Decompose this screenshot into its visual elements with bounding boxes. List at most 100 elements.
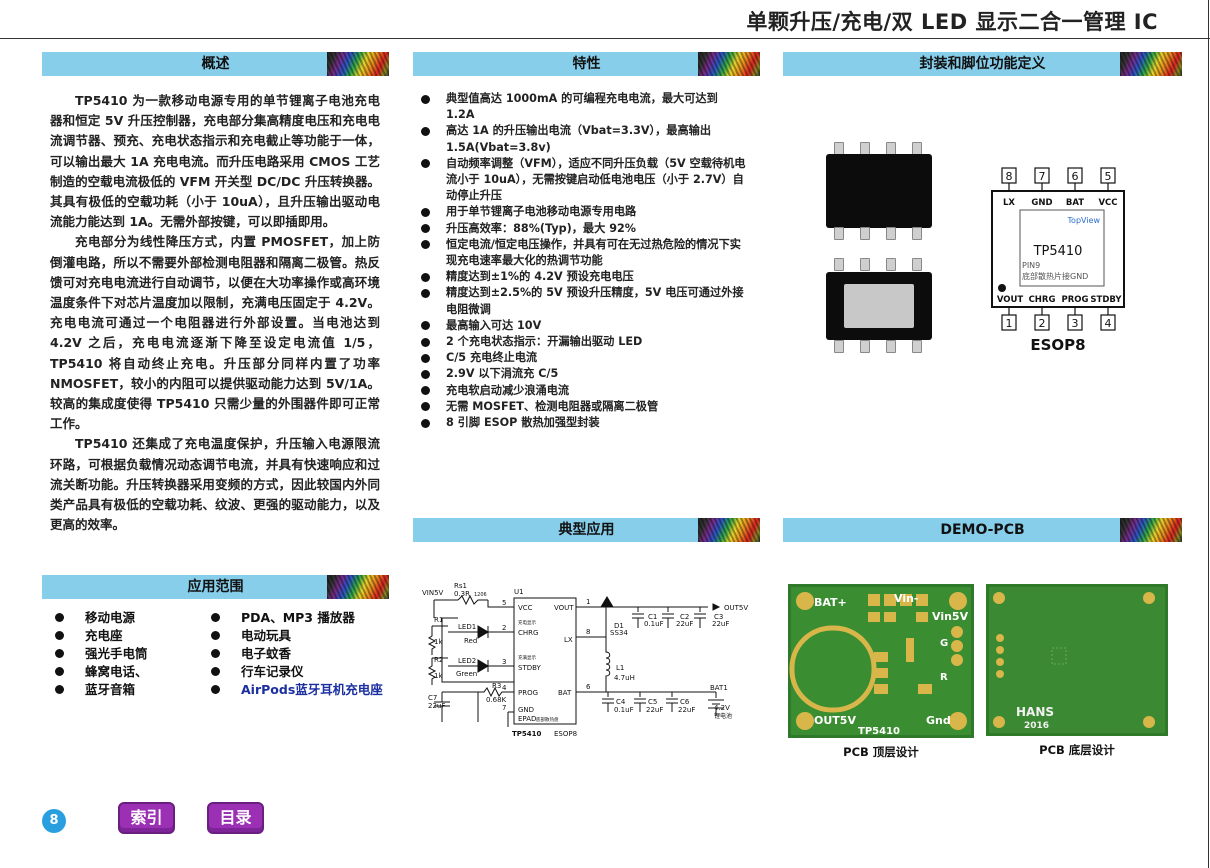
pin-name: LX bbox=[1003, 198, 1015, 208]
schematic-label: 3 bbox=[502, 658, 506, 666]
applications-list-left: 移动电源 充电座 强光手电筒 蜂窝电话、 蓝牙音箱 bbox=[55, 609, 205, 699]
feature-item: 精度达到±1%的 4.2V 预设充电电压 bbox=[413, 269, 750, 285]
rainbow-ornament bbox=[1120, 52, 1182, 76]
pin-name: PROG bbox=[1062, 295, 1089, 305]
features-heading: 特性 bbox=[413, 52, 760, 76]
schematic-label: Rs1 bbox=[454, 582, 467, 590]
feature-item: 精度达到±2.5%的 5V 预设升压精度，5V 电压可通过外接电阻微调 bbox=[413, 285, 750, 317]
overview-text: TP5410 为一款移动电源专用的单节锂离子电池充电器和恒定 5V 升压控制器，… bbox=[50, 91, 380, 535]
feature-item: 最高输入可达 10V bbox=[413, 318, 750, 334]
schematic-label: C6 bbox=[680, 698, 690, 706]
schematic-label: D1 bbox=[614, 622, 624, 630]
pin-number: 3 bbox=[1072, 317, 1079, 330]
rainbow-ornament bbox=[327, 575, 389, 599]
typical-app-heading: 典型应用 bbox=[413, 518, 760, 542]
schematic-label: VIN5V bbox=[422, 589, 444, 597]
page-frame-top bbox=[0, 0, 1210, 40]
list-item: 电动玩具 bbox=[211, 627, 401, 645]
schematic-label: CHRG bbox=[518, 629, 538, 637]
page-number: 8 bbox=[42, 809, 66, 833]
pcb-label: BAT+ bbox=[814, 596, 847, 609]
list-item: 蜂窝电话、 bbox=[55, 663, 205, 681]
pcb-bottom-image: HANS 2016 bbox=[986, 584, 1168, 736]
pcb-label: Gnd bbox=[926, 714, 951, 727]
pin-name: VOUT bbox=[997, 295, 1024, 305]
pin9-label: PIN9 bbox=[1022, 261, 1040, 270]
schematic-label: Green bbox=[456, 670, 477, 678]
contents-button[interactable]: 目录 bbox=[207, 802, 264, 834]
pcb-label: Vin- bbox=[894, 592, 919, 605]
feature-item: 恒定电流/恒定电压操作，并具有可在无过热危险的情况下实现充电速率最大化的热调节功… bbox=[413, 237, 750, 269]
feature-item: 高达 1A 的升压输出电流（Vbat=3.3V），最高输出 1.5A(Vbat=… bbox=[413, 123, 750, 155]
schematic-label: 7 bbox=[502, 704, 506, 712]
schematic-label: R3 bbox=[492, 682, 501, 690]
pin-name: BAT bbox=[1066, 198, 1084, 208]
schematic-label: 充电显示 bbox=[518, 619, 536, 626]
pcb-top-image: BAT+ Vin- Vin5V G R OUT5V TP5410 Gnd bbox=[788, 584, 974, 738]
schematic-label: LX bbox=[564, 636, 573, 644]
schematic-label: C5 bbox=[648, 698, 657, 706]
pin-name: GND bbox=[1031, 198, 1052, 208]
pcb-label: R bbox=[940, 672, 948, 683]
overview-paragraph-2: 充电部分为线性降压方式，内置 PMOSFET，加上防倒灌电路，所以不需要外部检测… bbox=[50, 234, 380, 432]
feature-item: 自动频率调整（VFM），适应不同升压负载（5V 空载待机电流小于 10uA），无… bbox=[413, 156, 750, 205]
list-item: 行车记录仪 bbox=[211, 663, 401, 681]
pinout-diagram: 8 7 6 5 1 2 3 4 LX GND BAT VCC VOUT CHRG… bbox=[991, 167, 1125, 354]
rainbow-ornament bbox=[698, 52, 760, 76]
applications-list-right: PDA、MP3 播放器 电动玩具 电子蚊香 行车记录仪 AirPods蓝牙耳机充… bbox=[211, 609, 401, 699]
schematic-label: 0.3R bbox=[454, 590, 470, 598]
features-list: 典型值高达 1000mA 的可编程充电电流，最大可达到 1.2A 高达 1A 的… bbox=[413, 91, 750, 431]
schematic-label: 4 bbox=[502, 684, 507, 692]
overview-paragraph-1: TP5410 为一款移动电源专用的单节锂离子电池充电器和恒定 5V 升压控制器，… bbox=[50, 93, 380, 230]
schematic-label: 0.1uF bbox=[644, 620, 664, 628]
schematic-label: 底部散热盘 bbox=[536, 716, 559, 723]
schematic-label: 22uF bbox=[428, 702, 445, 710]
schematic-label: 1k bbox=[434, 672, 443, 680]
rainbow-ornament bbox=[698, 518, 760, 542]
schematic-label: 8 bbox=[586, 628, 590, 636]
pin-number: 1 bbox=[1006, 317, 1013, 330]
list-item: 蓝牙音箱 bbox=[55, 681, 205, 699]
schematic-label: R2 bbox=[434, 656, 443, 664]
schematic-label: GND bbox=[518, 706, 534, 714]
schematic-label: 1k bbox=[434, 638, 443, 646]
pcb-label: HANS bbox=[1016, 705, 1054, 719]
schematic-label: 4.7uH bbox=[614, 674, 635, 682]
pad-note: 底部散热片接GND bbox=[1022, 271, 1088, 281]
schematic-label: BAT bbox=[558, 689, 572, 697]
schematic-label: LED2 bbox=[458, 657, 476, 665]
rainbow-ornament bbox=[327, 52, 389, 76]
pcb-label: TP5410 bbox=[858, 726, 900, 737]
feature-item: 2.9V 以下涓流充 C/5 bbox=[413, 366, 750, 382]
list-item: PDA、MP3 播放器 bbox=[211, 609, 401, 627]
schematic-label: 22uF bbox=[712, 620, 729, 628]
page-frame-right bbox=[1208, 38, 1209, 868]
schematic-label: ESOP8 bbox=[554, 730, 577, 738]
schematic-label: C2 bbox=[680, 613, 689, 621]
chip-photo-top bbox=[826, 142, 932, 246]
package-heading: 封装和脚位功能定义 bbox=[783, 52, 1182, 76]
pcb-label: OUT5V bbox=[814, 714, 856, 727]
schematic-label: 充满显示 bbox=[518, 654, 536, 661]
pin-name: STDBY bbox=[1090, 295, 1122, 305]
schematic-label: STDBY bbox=[518, 664, 542, 672]
pin-number: 8 bbox=[1006, 170, 1013, 183]
schematic-label: L1 bbox=[616, 664, 624, 672]
index-button[interactable]: 索引 bbox=[118, 802, 175, 834]
schematic-diagram: VIN5V Rs1 0.3R 1206 U1 5 VCC VOUT 1 充电显示… bbox=[422, 582, 748, 738]
chip-part-label: TP5410 bbox=[1033, 244, 1083, 259]
schematic-label: 6 bbox=[586, 683, 591, 691]
topview-label: TopView bbox=[1067, 216, 1101, 225]
schematic-label: EPAD bbox=[518, 715, 536, 723]
schematic-label: U1 bbox=[514, 588, 524, 596]
schematic-label: C3 bbox=[714, 613, 723, 621]
package-name: ESOP8 bbox=[1030, 336, 1085, 354]
schematic-label: 22uF bbox=[676, 620, 693, 628]
pin-name: VCC bbox=[1098, 198, 1117, 208]
schematic-label: 2 bbox=[502, 624, 506, 632]
feature-item: 用于单节锂离子电池移动电源专用电路 bbox=[413, 204, 750, 220]
schematic-label: R1 bbox=[434, 616, 443, 624]
rainbow-ornament bbox=[1120, 518, 1182, 542]
pcb-top-caption: PCB 顶层设计 bbox=[843, 745, 919, 759]
schematic-label: 22uF bbox=[646, 706, 663, 714]
